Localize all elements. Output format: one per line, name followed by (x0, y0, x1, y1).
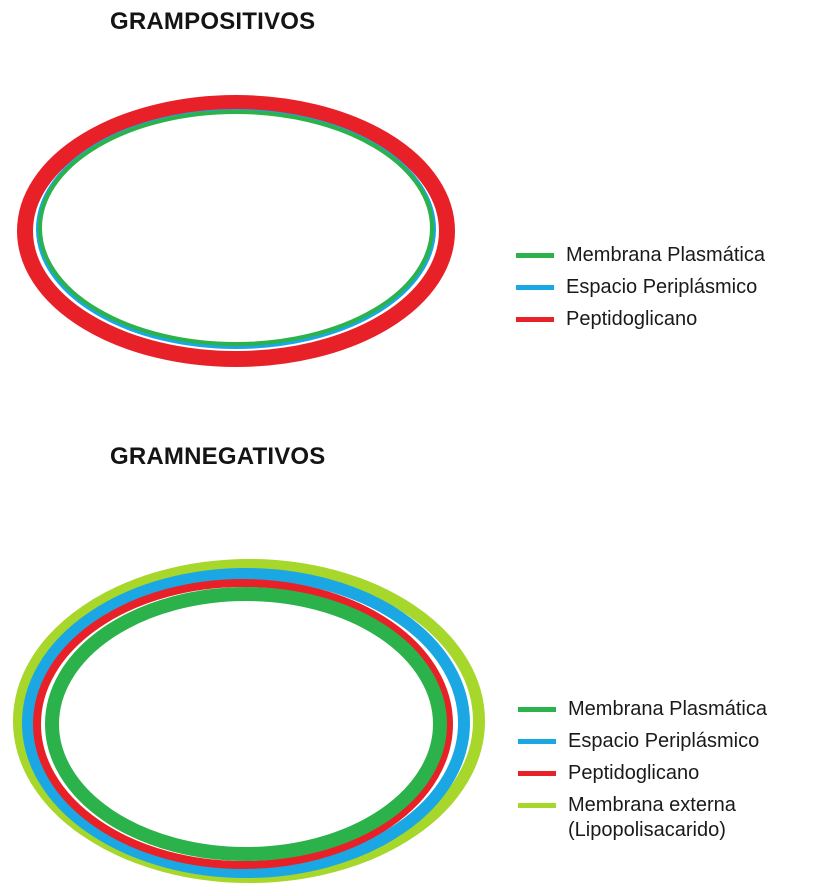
legend-label-line2: (Lipopolisacarido) (568, 818, 736, 843)
gramnegativos-title: GRAMNEGATIVOS (110, 443, 326, 471)
legend-label: Espacio Periplásmico (566, 275, 757, 299)
legend-label: Peptidoglicano (566, 307, 697, 331)
gn-peptidoglicano-ring (37, 583, 449, 865)
red-line-swatch (516, 317, 554, 322)
gramnegativos-cell (19, 565, 479, 877)
lime-line-swatch (518, 803, 556, 808)
legend-label: Membrana externa (Lipopolisacarido) (568, 793, 736, 843)
legend-item-peptidoglicano: Peptidoglicano (518, 761, 767, 793)
legend-item-membrana-plasmatica: Membrana Plasmática (518, 697, 767, 729)
grampositivos-cell (25, 103, 447, 359)
legend-label: Membrana Plasmática (568, 697, 767, 721)
blue-line-swatch (518, 739, 556, 744)
legend-label: Espacio Periplásmico (568, 729, 759, 753)
legend-item-espacio-periplasmico: Espacio Periplásmico (516, 275, 765, 307)
legend-item-peptidoglicano: Peptidoglicano (516, 307, 765, 339)
gn-espacio-periplasmico-ring (28, 574, 464, 872)
red-line-swatch (518, 771, 556, 776)
gramnegativos-legend: Membrana Plasmática Espacio Periplásmico… (518, 697, 767, 843)
legend-label: Peptidoglicano (568, 761, 699, 785)
gp-membrana-plasmatica-ring (40, 112, 432, 344)
legend-label: Membrana Plasmática (566, 243, 765, 267)
legend-label-line1: Membrana externa (568, 793, 736, 818)
gn-membrana-plasmatica-ring (52, 594, 440, 854)
legend-item-espacio-periplasmico: Espacio Periplásmico (518, 729, 767, 761)
legend-item-membrana-externa: Membrana externa (Lipopolisacarido) (518, 793, 767, 843)
legend-item-membrana-plasmatica: Membrana Plasmática (516, 243, 765, 275)
blue-line-swatch (516, 285, 554, 290)
green-line-swatch (516, 253, 554, 258)
gp-peptidoglicano-ring (25, 103, 447, 359)
green-line-swatch (518, 707, 556, 712)
grampositivos-legend: Membrana Plasmática Espacio Periplásmico… (516, 243, 765, 339)
